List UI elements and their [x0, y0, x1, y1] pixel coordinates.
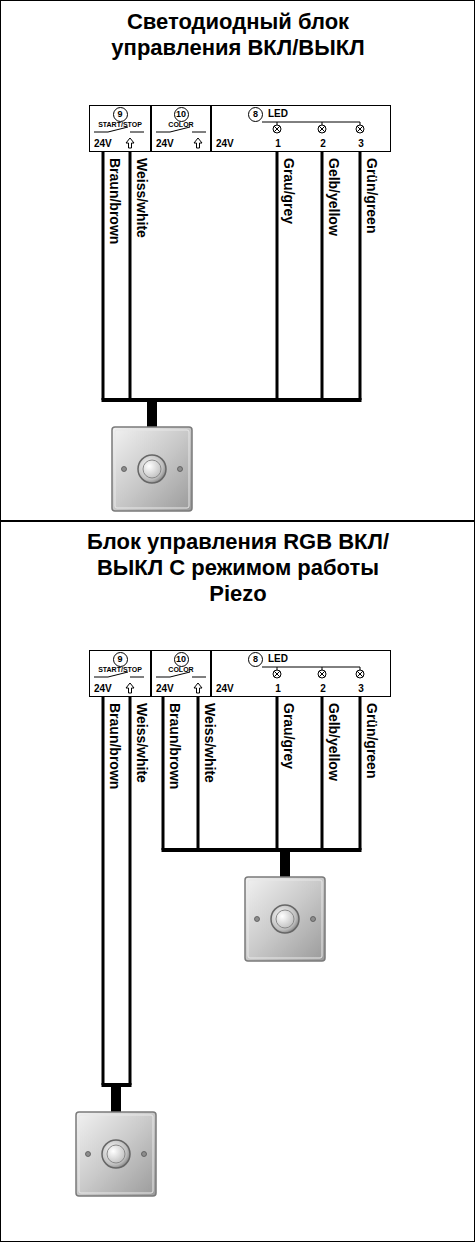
wire-color-label: Weiss/white — [134, 158, 150, 238]
voltage-label: 24V — [94, 684, 112, 694]
up-arrow-symbol — [194, 683, 202, 693]
terminal-function: LED — [268, 109, 288, 119]
lamp-symbols — [262, 122, 364, 133]
wire-color-label: Braun/brown — [167, 703, 183, 789]
pin-number: 3 — [358, 684, 364, 694]
wiring-panel: Блок управления RGB ВКЛ/ВЫКЛ С режимом р… — [0, 520, 475, 1242]
cable — [111, 1085, 121, 1112]
voltage-label: 24V — [216, 139, 234, 149]
terminal-block: 9START/STOP 24V — [89, 105, 151, 152]
voltage-label: 24V — [216, 684, 234, 694]
terminal-number: 9 — [113, 107, 128, 122]
terminal-number: 10 — [174, 652, 189, 667]
pin-number: 1 — [275, 684, 281, 694]
voltage-label: 24V — [156, 139, 174, 149]
terminal-function: START/STOP — [98, 121, 142, 128]
terminal-function: START/STOP — [98, 666, 142, 673]
terminal-function: COLOR — [168, 666, 193, 673]
terminal-number: 10 — [174, 107, 189, 122]
push-button — [112, 427, 192, 511]
wire-color-label: Gelb/yellow — [326, 158, 342, 236]
terminal-number: 9 — [113, 652, 128, 667]
wire-color-label: Braun/brown — [107, 158, 123, 244]
pin-number: 1 — [275, 139, 281, 149]
cable — [147, 400, 157, 427]
cable — [280, 850, 290, 877]
panel-title: Блок управления RGB ВКЛ/ВЫКЛ С режимом р… — [78, 529, 398, 607]
terminal-block: 10COLOR 24V — [151, 105, 211, 152]
panel-title: Светодиодный блок управления ВКЛ/ВЫКЛ — [78, 9, 398, 61]
wire-bundle — [102, 151, 362, 400]
terminal-number: 8 — [248, 107, 263, 122]
terminal-function: LED — [268, 654, 288, 664]
voltage-label: 24V — [94, 139, 112, 149]
wire-color-label: Grau/grey — [281, 703, 297, 769]
wire-color-label: Grau/grey — [281, 158, 297, 224]
push-button — [245, 877, 325, 961]
up-arrow-symbol — [126, 683, 134, 693]
wire-color-label: Grün/green — [364, 158, 380, 233]
lamp-symbols — [262, 667, 364, 678]
pin-number: 2 — [320, 139, 326, 149]
wire-color-label: Weiss/white — [134, 703, 150, 783]
terminal-block: 9START/STOP 24V — [89, 650, 151, 697]
terminal-block: 8 LED 24V 1 2 3 — [211, 650, 391, 697]
terminal-function: COLOR — [168, 121, 193, 128]
push-button — [76, 1112, 156, 1196]
terminal-block: 8 LED 24V 1 2 3 — [211, 105, 391, 152]
wire-color-label: Grün/green — [364, 703, 380, 778]
up-arrow-symbol — [194, 138, 202, 148]
wire-bundle — [102, 696, 132, 1085]
wire-color-label: Gelb/yellow — [326, 703, 342, 781]
pin-number: 2 — [320, 684, 326, 694]
wire-color-label: Weiss/white — [202, 703, 218, 783]
wire-bundle — [162, 696, 362, 850]
up-arrow-symbol — [126, 138, 134, 148]
terminal-number: 8 — [248, 652, 263, 667]
wiring-panel: Светодиодный блок управления ВКЛ/ВЫКЛ 9ST… — [0, 0, 475, 522]
wire-color-label: Braun/brown — [107, 703, 123, 789]
pin-number: 3 — [358, 139, 364, 149]
terminal-block: 10COLOR 24V — [151, 650, 211, 697]
voltage-label: 24V — [156, 684, 174, 694]
